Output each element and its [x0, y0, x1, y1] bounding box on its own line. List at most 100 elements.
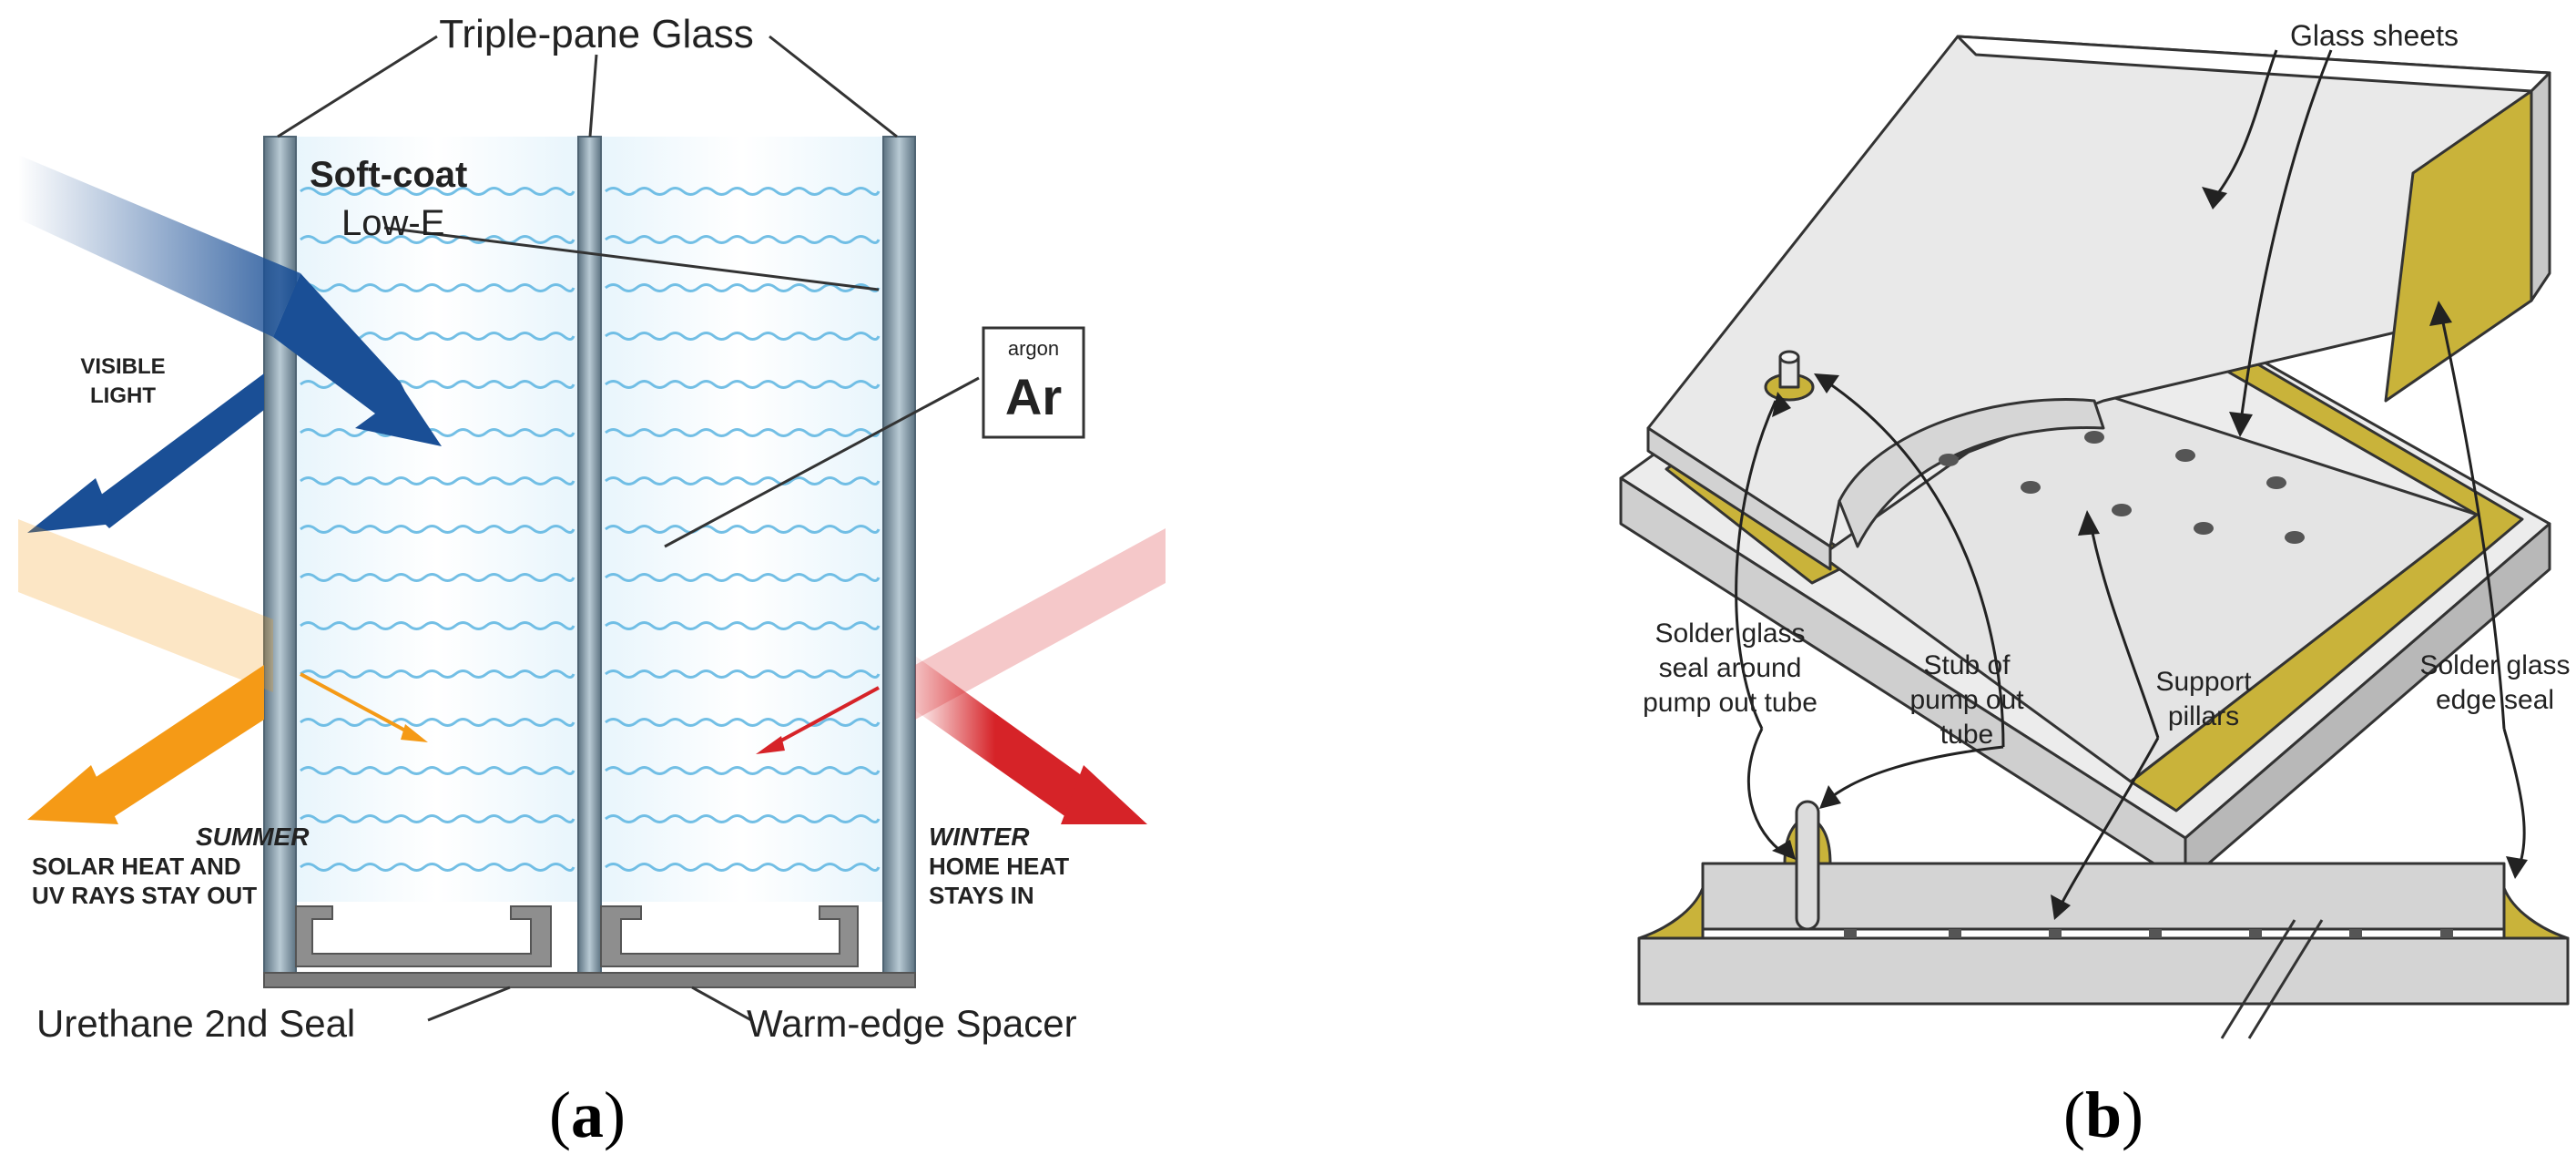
caption-a: (a) [549, 1078, 626, 1151]
label-solder-tube-3: pump out tube [1643, 688, 1817, 718]
label-pillars-1: Support [2155, 667, 2252, 697]
section-pillars [1844, 929, 2453, 938]
argon-wave-line [300, 476, 575, 485]
pillar [2021, 481, 2041, 494]
argon-wave-line [605, 332, 881, 341]
panel-a-leader-lines [277, 35, 980, 548]
pillar [2194, 522, 2214, 535]
visible-light-arrowhead-icon [355, 392, 442, 446]
argon-wave-line [300, 525, 575, 534]
arrowhead-icon [2078, 510, 2100, 536]
argon-wave-line [300, 621, 575, 630]
label-glass-sheets: Glass sheets [2290, 19, 2459, 52]
section-right-seal [2502, 886, 2570, 940]
visible-light-reflect-arrowhead-icon [27, 478, 114, 533]
panel-a-bottom-leaders [427, 986, 752, 1022]
panel-b [1619, 35, 2570, 1039]
label-triple-pane-glass: Triple-pane Glass [439, 12, 754, 56]
argon-wave-line [605, 187, 881, 196]
argon-wave-line [605, 863, 881, 872]
cavity-right [601, 137, 883, 902]
label-stub-1: Stub of [1923, 650, 2011, 680]
pillar [2266, 476, 2286, 489]
winter-beam-fade [915, 528, 1166, 720]
summer-beam-fade [18, 519, 273, 692]
summer-arrowhead-icon [27, 765, 118, 824]
label-solder-tube-1: Solder glass [1655, 618, 1805, 649]
arrowhead-icon [1819, 785, 1841, 809]
argon-wave-line [300, 428, 575, 437]
peeled-glass-curl [1838, 397, 2105, 548]
panel-a: argon Ar Triple-pane Glass Soft-coat Low… [18, 12, 1166, 1151]
label-low-e: Low-E [341, 203, 444, 243]
arrowhead-icon [2429, 301, 2452, 326]
summer-thin-arrowhead-icon [401, 724, 428, 742]
label-urethane-2nd-seal: Urethane 2nd Seal [36, 1002, 355, 1045]
arrowhead-icon [1814, 373, 1839, 393]
summer-reflect-beam [87, 665, 264, 820]
argon-wave-line [605, 283, 881, 292]
pillar [2112, 504, 2132, 516]
argon-waves [300, 187, 881, 872]
argon-wave-line [605, 621, 881, 630]
break-line-1 [2220, 919, 2296, 1039]
support-pillars [1939, 431, 2305, 544]
top-glass-front [1646, 426, 1832, 571]
arrowhead-icon [2506, 856, 2528, 879]
pillar [2285, 531, 2305, 544]
visible-light-reflect-beam [87, 373, 264, 528]
section-bottom-glass [1637, 936, 2570, 1006]
right-edge-seal [2384, 89, 2533, 403]
section-top-glass [1701, 862, 2506, 931]
argon-wave-line [605, 525, 881, 534]
panel-b-labels: Glass sheets Solder glass seal around pu… [1643, 19, 2570, 1151]
argon-wave-line [605, 235, 881, 244]
section-pump-tube [1795, 800, 1820, 931]
section-left-seal [1637, 886, 1705, 940]
label-visible: VISIBLE [80, 354, 165, 379]
label-winter: WINTER [929, 823, 1030, 851]
pillar [2084, 431, 2104, 444]
argon-wave-line [605, 669, 881, 679]
argon-wave-line [605, 573, 881, 582]
urethane-seal [263, 972, 916, 988]
caption-b: (b) [2063, 1078, 2143, 1151]
panel-b-leader-arrows [1735, 49, 2526, 912]
label-pillars-2: pillars [2168, 701, 2239, 731]
summer-thin-ray [300, 672, 420, 740]
argon-small-label: argon [1008, 337, 1059, 360]
argon-wave-line [300, 669, 575, 679]
cavity-left [296, 137, 578, 902]
label-summer-line-1: SOLAR HEAT AND [32, 853, 241, 880]
argon-wave-line [300, 187, 575, 196]
label-summer-line-2: UV RAYS STAY OUT [32, 882, 257, 909]
label-warm-edge-spacer: Warm-edge Spacer [747, 1002, 1077, 1045]
pillar [1939, 454, 1959, 466]
argon-wave-line [300, 814, 575, 823]
glass-pane-middle [577, 136, 602, 985]
argon-wave-line [605, 814, 881, 823]
label-summer: SUMMER [196, 823, 310, 851]
visible-light-incoming-beam [18, 155, 300, 337]
argon-wave-line [300, 573, 575, 582]
winter-arrowhead-icon [1061, 765, 1147, 824]
panel-b-arrowheads [1772, 187, 2528, 920]
glass-pane-right [882, 136, 916, 985]
argon-wave-line [605, 766, 881, 775]
pillar [2175, 449, 2195, 462]
argon-wave-line [605, 718, 881, 727]
top-glass-side [2530, 71, 2551, 302]
argon-box [982, 326, 1085, 439]
label-soft-coat: Soft-coat [310, 155, 467, 195]
label-stub-2: pump out [1909, 685, 2024, 715]
break-line-2 [2247, 919, 2324, 1039]
arrowhead-icon [2051, 894, 2071, 920]
arrowhead-icon [1772, 392, 1791, 417]
visible-light-arrow-head [273, 273, 428, 437]
argon-wave-line [605, 476, 881, 485]
label-winter-line-2: STAYS IN [929, 882, 1034, 909]
argon-wave-line [300, 766, 575, 775]
argon-wave-line [300, 863, 575, 872]
